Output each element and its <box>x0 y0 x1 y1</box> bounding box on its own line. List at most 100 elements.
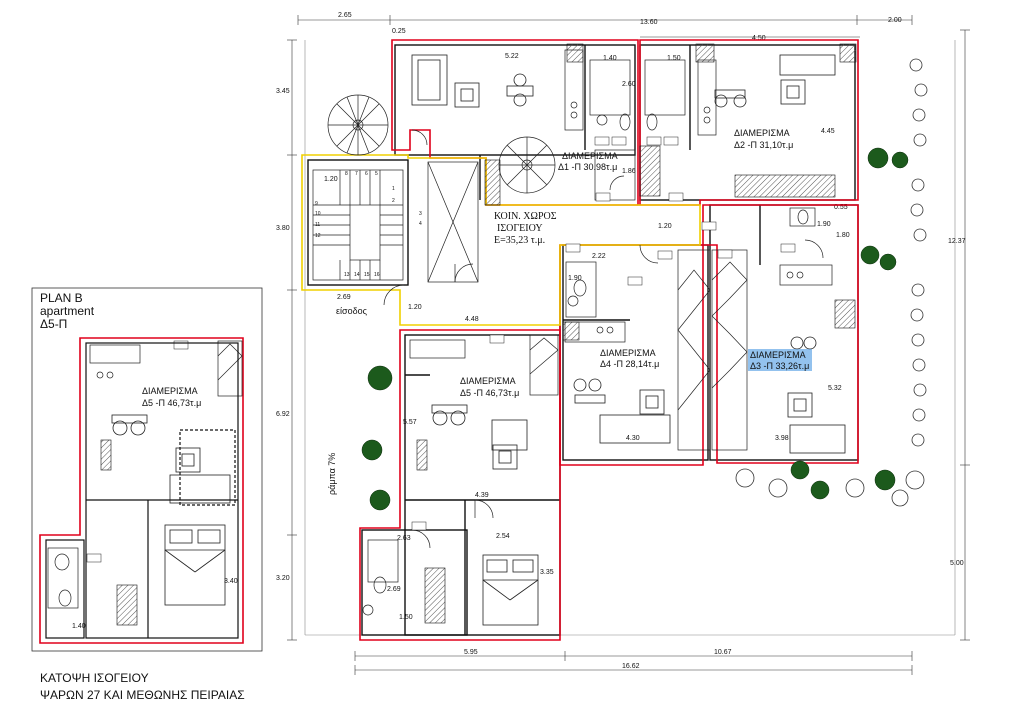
hatched-walls <box>100 43 857 626</box>
common-area-label: ΙΣΟΓΕΙΟΥ <box>497 223 543 234</box>
dim-top-4: 0.25 <box>392 28 406 35</box>
apt-d3-sub: Δ3 -Π 33,26τ.μ <box>750 361 809 371</box>
svg-text:12: 12 <box>315 233 321 239</box>
dimension-lines <box>287 15 970 675</box>
apt-d1-title: ΔΙΑΜΕΡΙΣΜΑ <box>562 151 618 161</box>
inset-dim: 3.40 <box>224 578 238 585</box>
internal-stairs <box>217 149 748 451</box>
svg-text:6: 6 <box>365 171 368 177</box>
ramp-label: ράμπα 7% <box>327 453 337 495</box>
svg-text:14: 14 <box>354 272 360 278</box>
shrubs <box>735 58 928 507</box>
apt-d2-sub: Δ2 -Π 31,10τ.μ <box>734 140 793 150</box>
dim-top-3: 2.00 <box>888 17 902 24</box>
dim-int: 4.45 <box>821 128 835 135</box>
spiral-stair <box>327 94 389 156</box>
dim-int: 2.69 <box>387 586 401 593</box>
inset-apt-sub: Δ5 -Π 46,73τ.μ <box>142 398 201 408</box>
dim-int: 5.57 <box>403 419 417 426</box>
dim-int: 1.20 <box>658 223 672 230</box>
furniture-armchairs <box>175 79 813 473</box>
spiral-stair <box>498 136 556 194</box>
svg-text:10: 10 <box>315 211 321 217</box>
svg-text:16: 16 <box>374 272 380 278</box>
common-area-label: ΚΟΙΝ. ΧΩΡΟΣ <box>494 211 557 222</box>
dim-top-2: 13.60 <box>640 19 658 26</box>
apt-d5-title: ΔΙΑΜΕΡΙΣΜΑ <box>460 376 516 386</box>
dim-int: 2.63 <box>397 535 411 542</box>
dim-int: 2.22 <box>592 253 606 260</box>
svg-text:8: 8 <box>345 171 348 177</box>
apt-d4-title: ΔΙΑΜΕΡΙΣΜΑ <box>600 348 656 358</box>
dim-int: 1.50 <box>399 614 413 621</box>
dim-int: 1.50 <box>667 55 681 62</box>
dim-bottom-3: 16.62 <box>622 663 640 670</box>
furniture-kitchen <box>89 49 833 379</box>
apt-d4-sub: Δ4 -Π 28,14τ.μ <box>600 359 659 369</box>
dim-right-1: 12.37 <box>948 238 966 245</box>
svg-text:2: 2 <box>392 198 395 204</box>
dim-int: 5.22 <box>505 53 519 60</box>
inset-frame <box>31 287 263 652</box>
room-labels: ΔΙΑΜΕΡΙΣΜΑ Δ1 -Π 30.98τ.μ ΔΙΑΜΕΡΙΣΜΑ Δ2 … <box>72 128 812 630</box>
dim-int: 1.20 <box>408 304 422 311</box>
dim-int: 4.48 <box>465 316 479 323</box>
dim-int: 1.40 <box>603 55 617 62</box>
svg-text:11: 11 <box>315 222 320 228</box>
dim-int: 0.55 <box>834 204 848 211</box>
window-tags <box>86 136 796 563</box>
inset-subtitle: apartment <box>40 304 95 318</box>
dim-bottom-1: 5.95 <box>464 649 478 656</box>
furniture-dining <box>111 73 817 436</box>
furniture-sofas <box>169 54 846 504</box>
main-staircase <box>312 161 479 283</box>
svg-text:3: 3 <box>419 211 422 217</box>
dim-int: 3.35 <box>540 569 554 576</box>
svg-text:7: 7 <box>355 171 358 177</box>
dim-left-3: 6.92 <box>276 411 290 418</box>
stair-steps <box>313 170 403 280</box>
svg-text:13: 13 <box>344 272 350 278</box>
svg-text:9: 9 <box>315 201 318 207</box>
apt-d5-sub: Δ5 -Π 46,73τ.μ <box>460 388 519 398</box>
dim-right-2: 5.00 <box>950 560 964 567</box>
inset-title-block: PLAN B apartment Δ5-Π <box>40 292 94 331</box>
inset-apt-title: ΔΙΑΜΕΡΙΣΜΑ <box>142 386 198 396</box>
dimension-labels: 2.65 13.60 2.00 0.25 4.50 3.45 3.80 6.92… <box>276 12 966 670</box>
dim-int: 1.90 <box>568 275 582 282</box>
drawing-caption: ΚΑΤΟΨΗ ΙΣΟΓΕΙΟΥ ΨΑΡΩΝ 27 ΚΑΙ ΜΕΘΩΝΗΣ ΠΕΙ… <box>40 670 245 704</box>
dim-int: 4.39 <box>475 492 489 499</box>
dim-int: 2.54 <box>496 533 510 540</box>
inset-dim: 1.40 <box>72 623 86 630</box>
doors <box>383 129 824 549</box>
furniture-bathrooms <box>47 59 816 616</box>
svg-text:1: 1 <box>392 186 395 192</box>
dim-int: 5.32 <box>828 385 842 392</box>
dim-left-1: 3.45 <box>276 88 290 95</box>
svg-text:4: 4 <box>419 221 422 227</box>
common-area-outline <box>301 154 701 326</box>
svg-text:15: 15 <box>364 272 370 278</box>
inset-title: PLAN B <box>40 291 83 305</box>
dim-left-2: 3.80 <box>276 225 290 232</box>
dim-top-1: 2.65 <box>338 12 352 19</box>
caption-line-1: ΚΑΤΟΨΗ ΙΣΟΓΕΙΟΥ <box>40 671 149 685</box>
common-area-label: Ε=35,23 τ.μ. <box>494 235 545 246</box>
dim-left-4: 3.20 <box>276 575 290 582</box>
dim-bottom-2: 10.67 <box>714 649 732 656</box>
furniture-beds <box>164 524 539 626</box>
stair-numbers: 1 2 3 4 5 6 7 8 9 10 11 12 13 14 15 16 <box>315 171 422 278</box>
apt-d1-sub: Δ1 -Π 30.98τ.μ <box>558 162 617 172</box>
inset-code: Δ5-Π <box>40 317 68 331</box>
caption-line-2: ΨΑΡΩΝ 27 ΚΑΙ ΜΕΘΩΝΗΣ ΠΕΙΡΑΙΑΣ <box>40 688 245 702</box>
dim-int: 2.60 <box>622 81 636 88</box>
entrance-label: είσοδος <box>336 306 368 316</box>
apt-d3-highlight <box>748 349 812 371</box>
inset-walls <box>45 342 239 639</box>
dim-int: 1.80 <box>836 232 850 239</box>
dim-int: 1.90 <box>817 221 831 228</box>
apt-d3-title: ΔΙΑΜΕΡΙΣΜΑ <box>750 350 806 360</box>
dim-int: 1.86 <box>622 168 636 175</box>
dim-int: 4.30 <box>626 435 640 442</box>
